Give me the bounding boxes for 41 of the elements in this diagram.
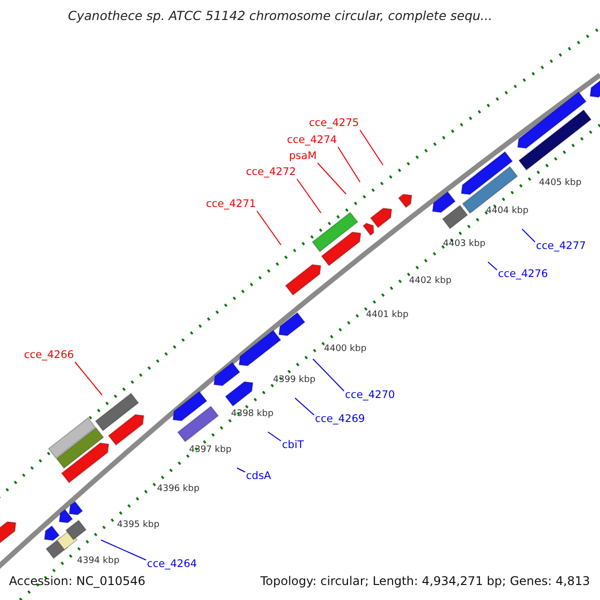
leader-line bbox=[312, 358, 344, 392]
gene-label: cce_4275 bbox=[309, 117, 359, 130]
summary-text: Topology: circular; Length: 4,934,271 bp; Genes: 4,813 bbox=[260, 575, 590, 588]
gene-label: cce_4271 bbox=[206, 198, 256, 211]
gene-label: cce_4264 bbox=[147, 558, 197, 571]
gene-label: cce_4274 bbox=[287, 134, 337, 147]
title: Cyanothece sp. ATCC 51142 chromosome circular, complete sequ... bbox=[68, 9, 492, 22]
scale-label: 4396 kbp bbox=[157, 483, 200, 496]
scale-label: 4404 kbp bbox=[486, 205, 528, 218]
leader-line bbox=[268, 432, 282, 442]
gene-label: cce_4277 bbox=[536, 240, 586, 253]
scale-label: 4397 kbp bbox=[189, 444, 232, 457]
gene-label: cce_4269 bbox=[315, 413, 365, 426]
gene-label: cce_4272 bbox=[246, 166, 296, 179]
leader-line bbox=[522, 228, 536, 242]
leader-line bbox=[294, 398, 314, 416]
gene-label: cbiT bbox=[282, 439, 304, 452]
scale-label: 4395 kbp bbox=[117, 519, 160, 532]
leader-line bbox=[359, 130, 384, 166]
leader-line bbox=[74, 362, 102, 396]
scale-label: 4405 kbp bbox=[539, 177, 582, 190]
leader-line bbox=[337, 146, 360, 182]
scale-label: 4394 kbp bbox=[77, 555, 120, 568]
leader-line bbox=[236, 468, 246, 472]
gene-label: psaM bbox=[289, 150, 317, 163]
gene-label: cce_4266 bbox=[24, 349, 74, 362]
leader-line bbox=[296, 178, 322, 214]
leader-line bbox=[256, 210, 282, 246]
gene-label: cce_4270 bbox=[345, 389, 395, 402]
leader-line bbox=[488, 262, 498, 270]
leader-line bbox=[100, 540, 146, 560]
scale-label: 4399 kbp bbox=[273, 374, 316, 387]
scale-label: 4400 kbp bbox=[324, 343, 366, 356]
gene-label: cce_4276 bbox=[498, 268, 548, 281]
scale-label: 4402 kbp bbox=[409, 275, 452, 288]
scale-label: 4398 kbp bbox=[231, 408, 274, 421]
scale-label: 4401 kbp bbox=[366, 309, 408, 322]
gene-label: cdsA bbox=[246, 470, 272, 483]
accession-text: Accession: NC_010546 bbox=[9, 575, 146, 588]
leader-line bbox=[317, 162, 346, 194]
scale-label: 4403 kbp bbox=[443, 238, 486, 251]
